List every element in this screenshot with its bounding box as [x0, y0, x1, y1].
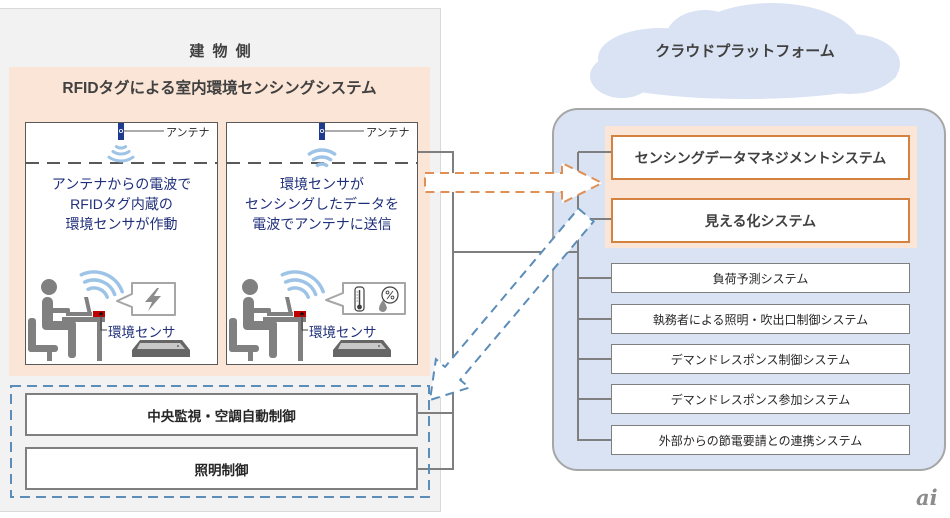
system-label: 外部からの節電要請との連携システム: [658, 433, 863, 448]
system-label: センシングデータマネジメントシステム: [634, 149, 887, 166]
system-label: 負荷予測システム: [712, 271, 809, 286]
sensor-label: 環境センサ: [309, 325, 377, 340]
load-forecast-system-box[interactable]: 負荷予測システム: [611, 263, 910, 293]
step-1-description: アンテナからの電波で RFIDタグ内蔵の 環境センサが作動: [25, 174, 218, 234]
antenna-label: アンテナ: [366, 127, 410, 139]
cloud-shape: [590, 3, 900, 99]
rfid-system-title: RFIDタグによる室内環境センシングシステム: [62, 80, 377, 97]
sensing-data-management-system-box[interactable]: センシングデータマネジメントシステム: [611, 135, 910, 180]
description-line: 電波でアンテナに送信: [252, 216, 392, 232]
system-label: 執務者による照明・吹出口制御システム: [652, 312, 869, 327]
control-label: 中央監視・空調自動制御: [147, 408, 296, 424]
central-monitoring-hvac-control-box[interactable]: 中央監視・空調自動制御: [25, 393, 418, 436]
system-label: デマンドレスポンス参加システム: [670, 392, 851, 407]
occupant-lighting-airflow-control-system-box[interactable]: 執務者による照明・吹出口制御システム: [611, 304, 910, 334]
power-saving-request-integration-system-box[interactable]: 外部からの節電要請との連携システム: [611, 425, 910, 455]
visualization-system-box[interactable]: 見える化システム: [611, 198, 910, 243]
description-line: アンテナからの電波で: [51, 176, 192, 192]
control-label: 照明制御: [194, 462, 249, 478]
building-side-title: 建 物 側: [189, 43, 253, 60]
system-label: デマンドレスポンス制御システム: [670, 352, 851, 367]
sensor-label: 環境センサ: [108, 325, 176, 340]
system-label: 見える化システム: [704, 212, 817, 229]
demand-response-participation-system-box[interactable]: デマンドレスポンス参加システム: [611, 384, 910, 414]
demand-response-control-system-box[interactable]: デマンドレスポンス制御システム: [611, 344, 910, 374]
description-line: RFIDタグ内蔵の: [70, 196, 173, 212]
description-line: センシングしたデータを: [245, 196, 399, 212]
antenna-label: アンテナ: [166, 127, 210, 139]
description-line: 環境センサが作動: [65, 216, 178, 232]
step-2-description: 環境センサが センシングしたデータを 電波でアンテナに送信: [226, 174, 418, 234]
watermark-logo: ai: [916, 485, 938, 510]
lighting-control-box[interactable]: 照明制御: [25, 447, 418, 490]
cloud-platform-title: クラウドプラットフォーム: [655, 43, 835, 60]
description-line: 環境センサが: [280, 176, 364, 192]
